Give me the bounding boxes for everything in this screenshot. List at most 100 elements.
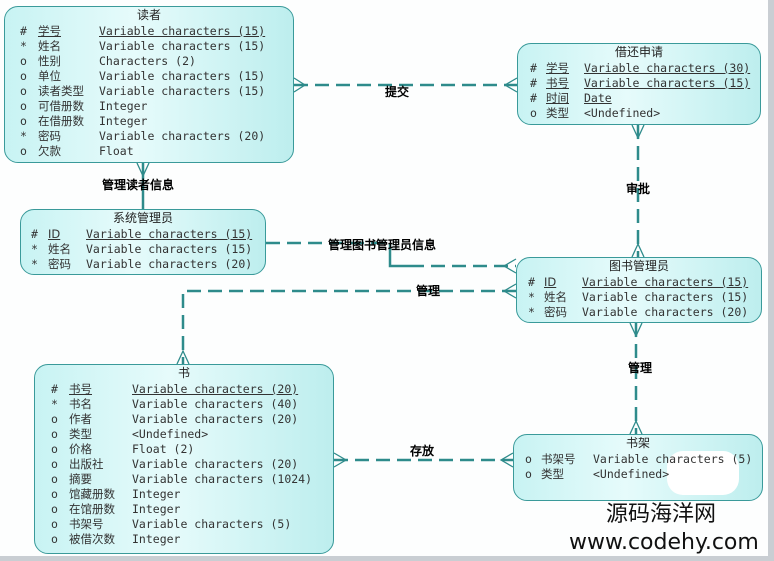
attribute-marker: * [51, 397, 58, 411]
attribute-name: 书名 [69, 397, 92, 411]
attribute-name: 书架号 [541, 452, 576, 466]
attribute-marker: o [20, 99, 27, 113]
watermark-url: www.codehy.com [569, 530, 759, 555]
link-manage-librarian-info-2 [388, 243, 410, 268]
attribute-name: 类型 [69, 427, 92, 441]
attribute-marker: o [525, 467, 532, 481]
attribute-row: o 被借次数 Integer [35, 532, 333, 547]
attribute-name: 学号 [546, 61, 569, 75]
attribute-name: 性别 [38, 54, 61, 68]
attribute-marker: # [51, 382, 58, 396]
attribute-row: o 书架号 Variable characters (5) [514, 452, 762, 467]
attribute-name: 被借次数 [69, 532, 115, 546]
attribute-marker: o [20, 144, 27, 158]
attribute-type: Variable characters (20) [582, 305, 749, 319]
attribute-type: Variable characters (5) [593, 452, 753, 466]
attribute-marker: o [530, 106, 537, 120]
attribute-marker: * [528, 290, 535, 304]
attribute-type: Float [99, 144, 134, 158]
attribute-marker: o [51, 517, 58, 531]
attribute-name: 姓名 [48, 242, 71, 256]
attribute-type: Variable characters (1024) [132, 472, 313, 486]
attribute-type: Variable characters (15) [99, 24, 266, 38]
attribute-type: Variable characters (15) [86, 242, 253, 256]
attribute-name: 书号 [546, 76, 569, 90]
attribute-type: Variable characters (15) [99, 69, 266, 83]
attribute-type: Variable characters (20) [132, 382, 299, 396]
entity-title: 借还申请 [614, 45, 663, 59]
attribute-row: # 学号 Variable characters (15) [5, 24, 293, 39]
attribute-type: Variable characters (30) [584, 61, 751, 75]
entity-librarian[interactable]: 图书管理员 # ID Variable characters (15) * 姓名 Varia… [516, 257, 762, 323]
attribute-marker: * [31, 242, 38, 256]
entity-title: 系统管理员 [112, 211, 173, 225]
window-right-edge [768, 0, 774, 561]
attribute-name: 密码 [544, 305, 567, 319]
attribute-name: 类型 [541, 467, 564, 481]
attribute-marker: o [51, 487, 58, 501]
link-manage-book-crowfoot [176, 283, 517, 365]
attribute-type: Variable characters (5) [132, 517, 292, 531]
window-bottom-edge [0, 556, 774, 561]
attribute-type: Variable characters (15) [582, 290, 749, 304]
relationship-label-approve: 审批 [626, 182, 651, 196]
relationship-label-store: 存放 [410, 444, 435, 458]
attribute-marker: o [51, 502, 58, 516]
attribute-name: 出版社 [69, 457, 104, 471]
attribute-name: ID [544, 275, 557, 289]
attribute-type: Integer [99, 114, 148, 128]
attribute-marker: o [525, 452, 532, 466]
link-manage-librarian-crowfoot [502, 258, 517, 274]
attribute-type: Integer [132, 502, 181, 516]
attribute-marker: o [51, 442, 58, 456]
attribute-name: 学号 [38, 24, 61, 38]
attribute-marker: o [51, 472, 58, 486]
attribute-row: * 姓名 Variable characters (15) [21, 242, 265, 257]
attribute-marker: * [20, 39, 27, 53]
attribute-marker: o [51, 457, 58, 471]
attribute-marker: * [528, 305, 535, 319]
attribute-marker: o [20, 54, 27, 68]
attribute-name: 单位 [38, 69, 61, 83]
attribute-name: 姓名 [544, 290, 567, 304]
link-manage-shelf-crowfoot [629, 322, 643, 435]
link-manage-book [181, 289, 516, 364]
attribute-marker: o [51, 532, 58, 546]
relationship-label-manage-reader-info: 管理读者信息 [102, 178, 175, 192]
attribute-type: <Undefined> [132, 427, 209, 441]
attribute-marker: # [528, 275, 535, 289]
relationship-label-manage-book: 管理 [416, 284, 441, 298]
attribute-marker: # [20, 24, 27, 38]
attribute-marker: # [530, 76, 537, 90]
attribute-type: Integer [132, 532, 181, 546]
attribute-type: <Undefined> [584, 106, 661, 120]
attribute-type: Variable characters (15) [99, 39, 266, 53]
entity-title: 图书管理员 [608, 259, 669, 273]
attribute-name: 在借册数 [38, 114, 84, 128]
attribute-type: Integer [132, 487, 181, 501]
attribute-type: Variable characters (15) [86, 227, 253, 241]
attribute-name: 密码 [48, 257, 71, 271]
